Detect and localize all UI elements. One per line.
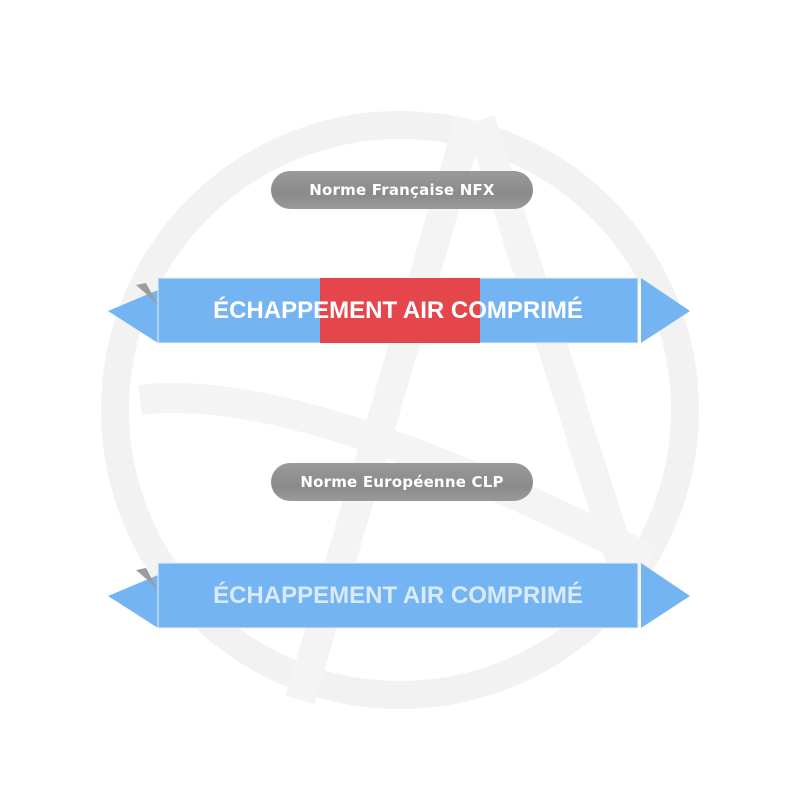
standard-label-nfx-text: Norme Française NFX (309, 181, 495, 199)
standard-label-nfx: Norme Française NFX (271, 171, 533, 209)
pipe-marker-clp-shape (108, 562, 690, 629)
pipe-marker-nfx-shape (108, 277, 690, 344)
standard-label-clp: Norme Européenne CLP (271, 463, 533, 501)
pipe-marker-nfx: ÉCHAPPEMENT AIR COMPRIMÉ (108, 277, 692, 345)
standard-label-clp-text: Norme Européenne CLP (300, 473, 504, 491)
pipe-marker-clp-text: ÉCHAPPEMENT AIR COMPRIMÉ (213, 582, 583, 609)
pipe-marker-clp: ÉCHAPPEMENT AIR COMPRIMÉ (108, 562, 692, 630)
pipe-marker-nfx-text: ÉCHAPPEMENT AIR COMPRIMÉ (213, 297, 583, 324)
